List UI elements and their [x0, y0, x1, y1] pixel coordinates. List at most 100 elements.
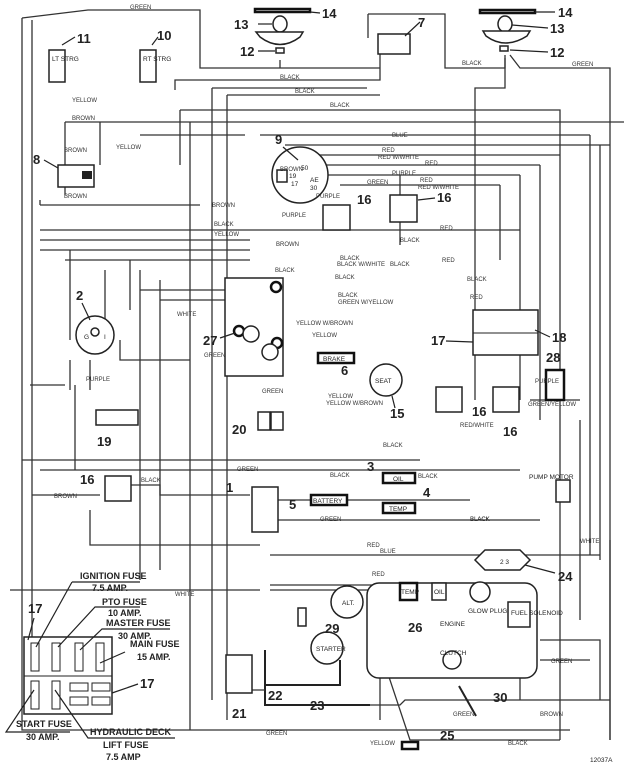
svg-text:7.5 AMP: 7.5 AMP: [106, 752, 141, 762]
svg-text:GREEN: GREEN: [266, 731, 287, 737]
svg-text:GREEN: GREEN: [237, 467, 258, 473]
svg-text:13: 13: [234, 17, 248, 32]
svg-text:YELLOW: YELLOW: [370, 741, 395, 747]
component-7: 7: [377, 15, 425, 55]
svg-text:17: 17: [431, 333, 445, 348]
svg-text:GREEN: GREEN: [572, 62, 593, 68]
svg-text:GREEN: GREEN: [262, 389, 283, 395]
svg-text:50: 50: [301, 165, 309, 172]
svg-text:FUEL SOLENOID: FUEL SOLENOID: [511, 610, 563, 617]
svg-text:BLACK: BLACK: [400, 238, 420, 244]
brake-light-6: BRAKE 6: [316, 351, 356, 378]
svg-text:RED: RED: [425, 161, 438, 167]
svg-text:PTO FUSE: PTO FUSE: [102, 597, 147, 607]
svg-text:RT STRG: RT STRG: [143, 56, 171, 63]
svg-text:RED W/WHITE: RED W/WHITE: [418, 185, 459, 191]
alternator: ALT.: [330, 585, 364, 619]
svg-text:BATTERY: BATTERY: [313, 498, 343, 505]
svg-text:YELLOW: YELLOW: [328, 394, 353, 400]
svg-text:24: 24: [558, 569, 573, 584]
svg-text:BROWN: BROWN: [72, 116, 95, 122]
fuse-labels: IGNITION FUSE 7.5 AMP. PTO FUSE 10 AMP. …: [4, 571, 180, 762]
ignition-switch-2: G I 2: [75, 288, 115, 355]
label-23: 23: [310, 698, 324, 713]
headlight-left: 13 12: [234, 15, 305, 59]
svg-text:8: 8: [33, 152, 40, 167]
svg-text:START FUSE: START FUSE: [16, 719, 72, 729]
svg-text:15 AMP.: 15 AMP.: [137, 652, 171, 662]
svg-text:LIFT FUSE: LIFT FUSE: [103, 740, 149, 750]
svg-text:WHITE: WHITE: [175, 592, 194, 598]
svg-text:13: 13: [550, 21, 564, 36]
relay-16-d: 16: [492, 386, 520, 439]
svg-text:BLACK: BLACK: [470, 517, 490, 523]
svg-text:OIL: OIL: [434, 589, 445, 596]
svg-text:BLACK: BLACK: [470, 517, 490, 523]
svg-text:SEAT: SEAT: [375, 378, 392, 385]
svg-text:RED W/WHITE: RED W/WHITE: [378, 155, 419, 161]
connector-8: 8: [33, 152, 95, 188]
battery-21: 21: [225, 654, 253, 721]
svg-text:RED: RED: [440, 226, 453, 232]
relay-16-a: 16: [322, 192, 371, 231]
svg-text:PURPLE: PURPLE: [316, 194, 340, 200]
svg-text:LT STRG: LT STRG: [52, 56, 79, 63]
svg-text:BLACK W/WHITE: BLACK W/WHITE: [337, 262, 385, 268]
svg-text:ENGINE: ENGINE: [440, 621, 466, 628]
svg-text:BRAKE: BRAKE: [323, 356, 346, 363]
svg-text:WHITE: WHITE: [580, 539, 599, 545]
svg-text:BLACK: BLACK: [462, 61, 482, 67]
svg-text:16: 16: [357, 192, 371, 207]
svg-text:RED: RED: [442, 258, 455, 264]
cable-22: [264, 650, 370, 706]
temp-light-4: TEMP 4: [381, 485, 431, 515]
svg-text:BLACK: BLACK: [467, 277, 487, 283]
svg-text:2 3: 2 3: [500, 559, 509, 566]
regulator-24: 2 3 24: [473, 549, 573, 584]
svg-text:PURPLE: PURPLE: [86, 377, 110, 383]
svg-text:GREEN/YELLOW: GREEN/YELLOW: [528, 402, 576, 408]
svg-text:28: 28: [546, 350, 560, 365]
pump-relay-28: 28: [544, 350, 566, 402]
svg-text:1: 1: [226, 480, 233, 495]
svg-text:25: 25: [440, 728, 454, 743]
svg-text:YELLOW: YELLOW: [72, 98, 97, 104]
svg-text:RED: RED: [372, 572, 385, 578]
relay-16-b: 16: [389, 190, 451, 223]
ignition-connector-1: 1: [226, 480, 279, 533]
svg-text:20: 20: [232, 422, 246, 437]
svg-text:BLACK: BLACK: [418, 474, 438, 480]
svg-text:17: 17: [28, 601, 42, 616]
svg-text:GREEN: GREEN: [204, 353, 225, 359]
svg-text:19: 19: [289, 173, 297, 180]
fuse-holder-18: 17 18: [431, 309, 566, 356]
svg-text:21: 21: [232, 706, 246, 721]
svg-text:PUMP MOTOR: PUMP MOTOR: [529, 474, 574, 481]
svg-text:BLACK: BLACK: [330, 103, 350, 109]
svg-text:BLACK: BLACK: [335, 275, 355, 281]
svg-text:BLACK: BLACK: [141, 478, 161, 484]
svg-text:BROWN: BROWN: [64, 148, 87, 154]
svg-text:IGNITION FUSE: IGNITION FUSE: [80, 571, 147, 581]
svg-text:GREEN: GREEN: [453, 712, 474, 718]
svg-text:RED/WHITE: RED/WHITE: [460, 423, 494, 429]
headlight-right: 14 13 12: [478, 5, 573, 60]
svg-text:BROWN: BROWN: [276, 242, 299, 248]
svg-text:YELLOW W/BROWN: YELLOW W/BROWN: [326, 401, 383, 407]
svg-text:AE: AE: [310, 177, 319, 184]
starter: STARTER: [310, 631, 346, 665]
svg-text:GREEN: GREEN: [367, 180, 388, 186]
oil-light-3: OIL 3: [367, 459, 417, 485]
relay-16-c: 16: [435, 386, 486, 419]
engine: ENGINE TEMP OIL 26 GLOW PLUG FUEL SOLENO…: [366, 581, 563, 679]
cable-23: [265, 660, 341, 686]
fuse-block-17: 17 17: [23, 601, 154, 715]
svg-text:RED: RED: [367, 543, 380, 549]
svg-text:BROWN: BROWN: [212, 203, 235, 209]
svg-text:7: 7: [418, 15, 425, 30]
svg-text:BLACK: BLACK: [214, 222, 234, 228]
svg-text:BROWN: BROWN: [280, 167, 303, 173]
svg-text:16: 16: [503, 424, 517, 439]
svg-text:I: I: [104, 334, 106, 341]
svg-text:CLUTCH: CLUTCH: [440, 650, 467, 657]
